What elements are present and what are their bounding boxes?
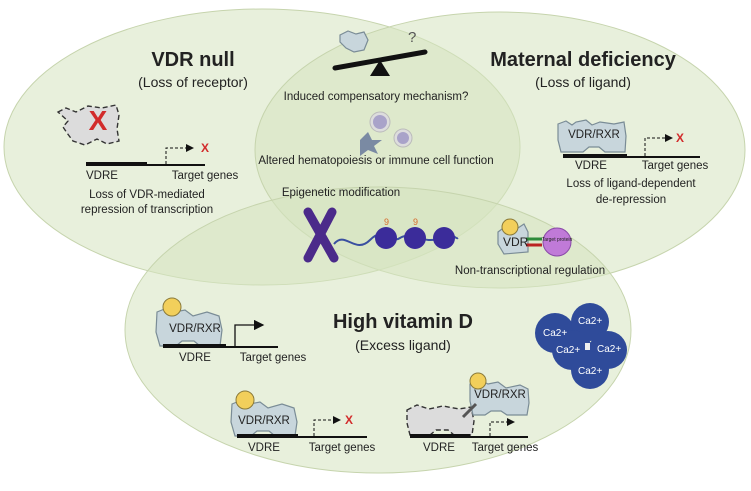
- non-transcriptional-label: Non-transcriptional regulation: [455, 265, 605, 277]
- compensatory-mechanism-label: Induced compensatory mechanism?: [284, 91, 469, 103]
- missing-receptor-icon: [56, 104, 120, 146]
- question-mark: ?: [408, 29, 416, 46]
- red-x-icon: X: [201, 141, 209, 155]
- vdr-null-desc-1: Loss of VDR-mediated: [89, 189, 205, 201]
- red-x-icon: X: [676, 131, 684, 145]
- target-genes-label: Target genes: [172, 170, 239, 182]
- calcium-label: Ca2+: [578, 316, 602, 327]
- epigenetic-label: Epigenetic modification: [282, 187, 400, 199]
- vdre-label: VDRE: [86, 170, 118, 182]
- maternal-deficiency-subtitle: (Loss of ligand): [535, 74, 631, 90]
- target-genes-label: Target genes: [309, 442, 376, 454]
- red-x-icon: X: [345, 413, 353, 427]
- target-protein-label: Target protein: [542, 237, 573, 243]
- vdr-null-title: VDR null: [151, 49, 234, 71]
- calcium-label: Ca2+: [556, 345, 580, 356]
- maternal-deficiency-title: Maternal deficiency: [490, 49, 677, 71]
- vdre-label: VDRE: [423, 442, 455, 454]
- vdre-label: VDRE: [248, 442, 280, 454]
- svg-text:9: 9: [413, 217, 418, 227]
- calcium-label: Ca2+: [578, 366, 602, 377]
- chromatin-icon: 9 9: [303, 207, 459, 263]
- target-genes-label: Target genes: [240, 352, 307, 364]
- immune-cells-icon: [360, 111, 413, 156]
- vdr-rxr-label: VDR/RXR: [474, 389, 526, 401]
- maternal-desc-1: Loss of ligand-dependent: [566, 178, 696, 190]
- vdr-rxr-label: VDR/RXR: [238, 415, 290, 427]
- vdr-null-subtitle: (Loss of receptor): [138, 74, 248, 90]
- vdr-rxr-label: VDR/RXR: [568, 129, 620, 141]
- red-x-icon: X: [89, 105, 108, 136]
- blocked-transcription-arrow: [644, 134, 673, 156]
- panel-repression: VDR/RXR X VDRE Target genes: [230, 390, 376, 454]
- blocked-transcription-arrow: [313, 416, 341, 436]
- calcium-cluster-icon: Ca2+ Ca2+ Ca2+ Ca2+ Ca2+: [535, 303, 627, 389]
- transcription-arrow: [234, 319, 265, 346]
- vdr-rxr-protein-icon: [557, 119, 627, 153]
- calcium-label: Ca2+: [597, 344, 621, 355]
- balance-scale-icon: [332, 30, 428, 76]
- target-genes-label: Target genes: [472, 442, 539, 454]
- vdr-rxr-label: VDR/RXR: [169, 323, 221, 335]
- vdre-label: VDRE: [575, 160, 607, 172]
- high-vitamin-d-subtitle: (Excess ligand): [355, 337, 451, 353]
- calcium-label: Ca2+: [543, 328, 567, 339]
- high-vitamin-d-title: High vitamin D: [333, 311, 473, 333]
- svg-text:9: 9: [384, 217, 389, 227]
- panel-activation: VDR/RXR VDRE Target genes: [155, 297, 307, 364]
- vdr-target-protein-icon: [497, 218, 572, 257]
- target-genes-label: Target genes: [642, 160, 709, 172]
- vdre-label: VDRE: [179, 352, 211, 364]
- hematopoiesis-label: Altered hematopoiesis or immune cell fun…: [258, 155, 493, 167]
- transcription-arrow: [489, 418, 515, 436]
- blocked-transcription-arrow: [165, 144, 194, 164]
- panel-displacement: VDR/RXR VDRE Target genes: [406, 372, 539, 454]
- vdr-null-desc-2: repression of transcription: [81, 204, 213, 216]
- maternal-desc-2: de-repression: [596, 194, 666, 206]
- vdr-label: VDR: [503, 235, 529, 249]
